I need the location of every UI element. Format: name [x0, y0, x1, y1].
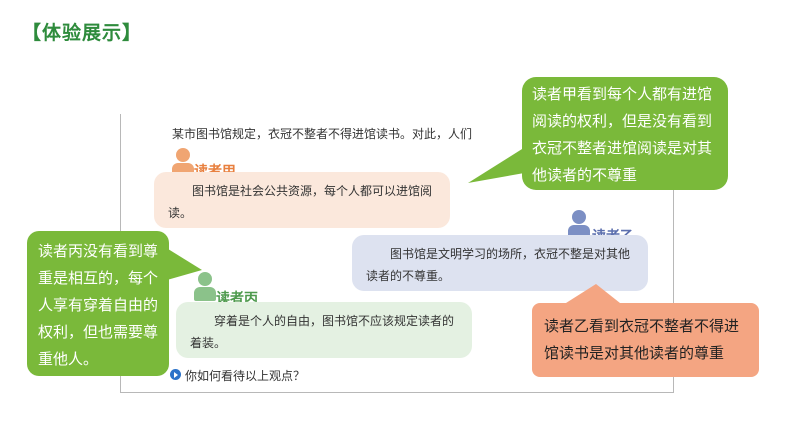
callout-bing-text: 读者丙没有看到尊重是相互的，每个人享有穿着自由的权利，但也需要尊重他人。: [38, 242, 159, 368]
reader-jia-quote-text: 图书馆是社会公共资源，每个人都可以进馆阅读。: [168, 184, 433, 220]
question-text: 你如何看待以上观点？: [185, 369, 306, 383]
intro-text: 某市图书馆规定，衣冠不整者不得进馆读书。对此，人们: [172, 127, 473, 141]
callout-yi-text: 读者乙看到衣冠不整者不得进馆读书是对其他读者的尊重: [544, 317, 740, 362]
callout-jia-text: 读者甲看到每个人都有进馆阅读的权利，但是没有看到衣冠不整者进馆阅读是对其他读者的…: [532, 85, 713, 184]
person-icon: [198, 272, 212, 286]
callout-bing: 读者丙没有看到尊重是相互的，每个人享有穿着自由的权利，但也需要尊重他人。: [27, 231, 169, 376]
callout-yi: 读者乙看到衣冠不整者不得进馆读书是对其他读者的尊重: [532, 303, 759, 377]
reader-yi-quote-text: 图书馆是文明学习的场所，衣冠不整是对其他读者的不尊重。: [366, 247, 631, 283]
page-title: 【体验展示】: [22, 22, 143, 44]
person-icon: [176, 148, 190, 162]
reader-bing-quote: 穿着是个人的自由，图书馆不应该规定读者的着装。: [176, 302, 472, 358]
reader-jia-quote: 图书馆是社会公共资源，每个人都可以进馆阅读。: [154, 172, 450, 228]
callout-jia: 读者甲看到每个人都有进馆阅读的权利，但是没有看到衣冠不整者进馆阅读是对其他读者的…: [522, 77, 728, 190]
person-icon: [572, 210, 586, 224]
play-arrow-icon: [170, 369, 181, 380]
reader-bing-quote-text: 穿着是个人的自由，图书馆不应该规定读者的着装。: [190, 314, 455, 350]
reader-yi-quote: 图书馆是文明学习的场所，衣冠不整是对其他读者的不尊重。: [352, 235, 648, 291]
person-icon-body: [194, 287, 216, 301]
